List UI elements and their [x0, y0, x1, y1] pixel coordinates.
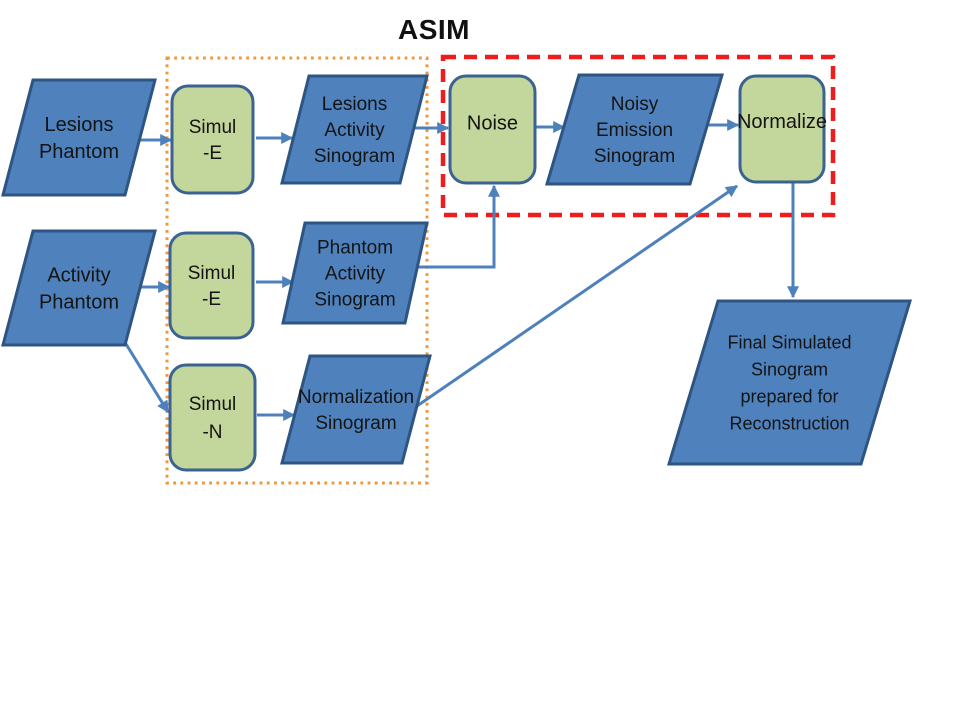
node-normalize	[738, 74, 826, 184]
simulation-group-border	[165, 56, 429, 485]
edge-normalization-to-normalize	[416, 184, 738, 408]
diagram-title: ASIM	[398, 14, 470, 45]
label-noise: Noise	[467, 113, 518, 135]
node-noise	[448, 74, 537, 185]
label-simul-e-top: Simul-E	[189, 117, 237, 164]
node-noisy-emission-sinogram	[544, 73, 725, 186]
node-normalization-sinogram	[280, 354, 432, 465]
edge-activity-phantom-to-simul-n	[124, 343, 170, 414]
label-simul-n: Simul-N	[189, 394, 237, 443]
node-activity-phantom	[1, 229, 157, 347]
noise-group-border	[440, 54, 836, 218]
node-simul-e-top	[170, 84, 255, 195]
node-simul-n	[168, 363, 257, 472]
node-simul-e-mid	[168, 231, 255, 340]
edge-phantom-activity-to-noise	[417, 184, 500, 269]
node-phantom-activity-sinogram	[281, 221, 429, 325]
label-normalize: Normalize	[737, 111, 827, 133]
node-lesions-activity-sinogram	[280, 74, 429, 185]
label-simul-e-mid: Simul-E	[188, 263, 236, 310]
node-lesions-phantom	[1, 78, 157, 197]
node-final-sinogram	[666, 299, 913, 466]
